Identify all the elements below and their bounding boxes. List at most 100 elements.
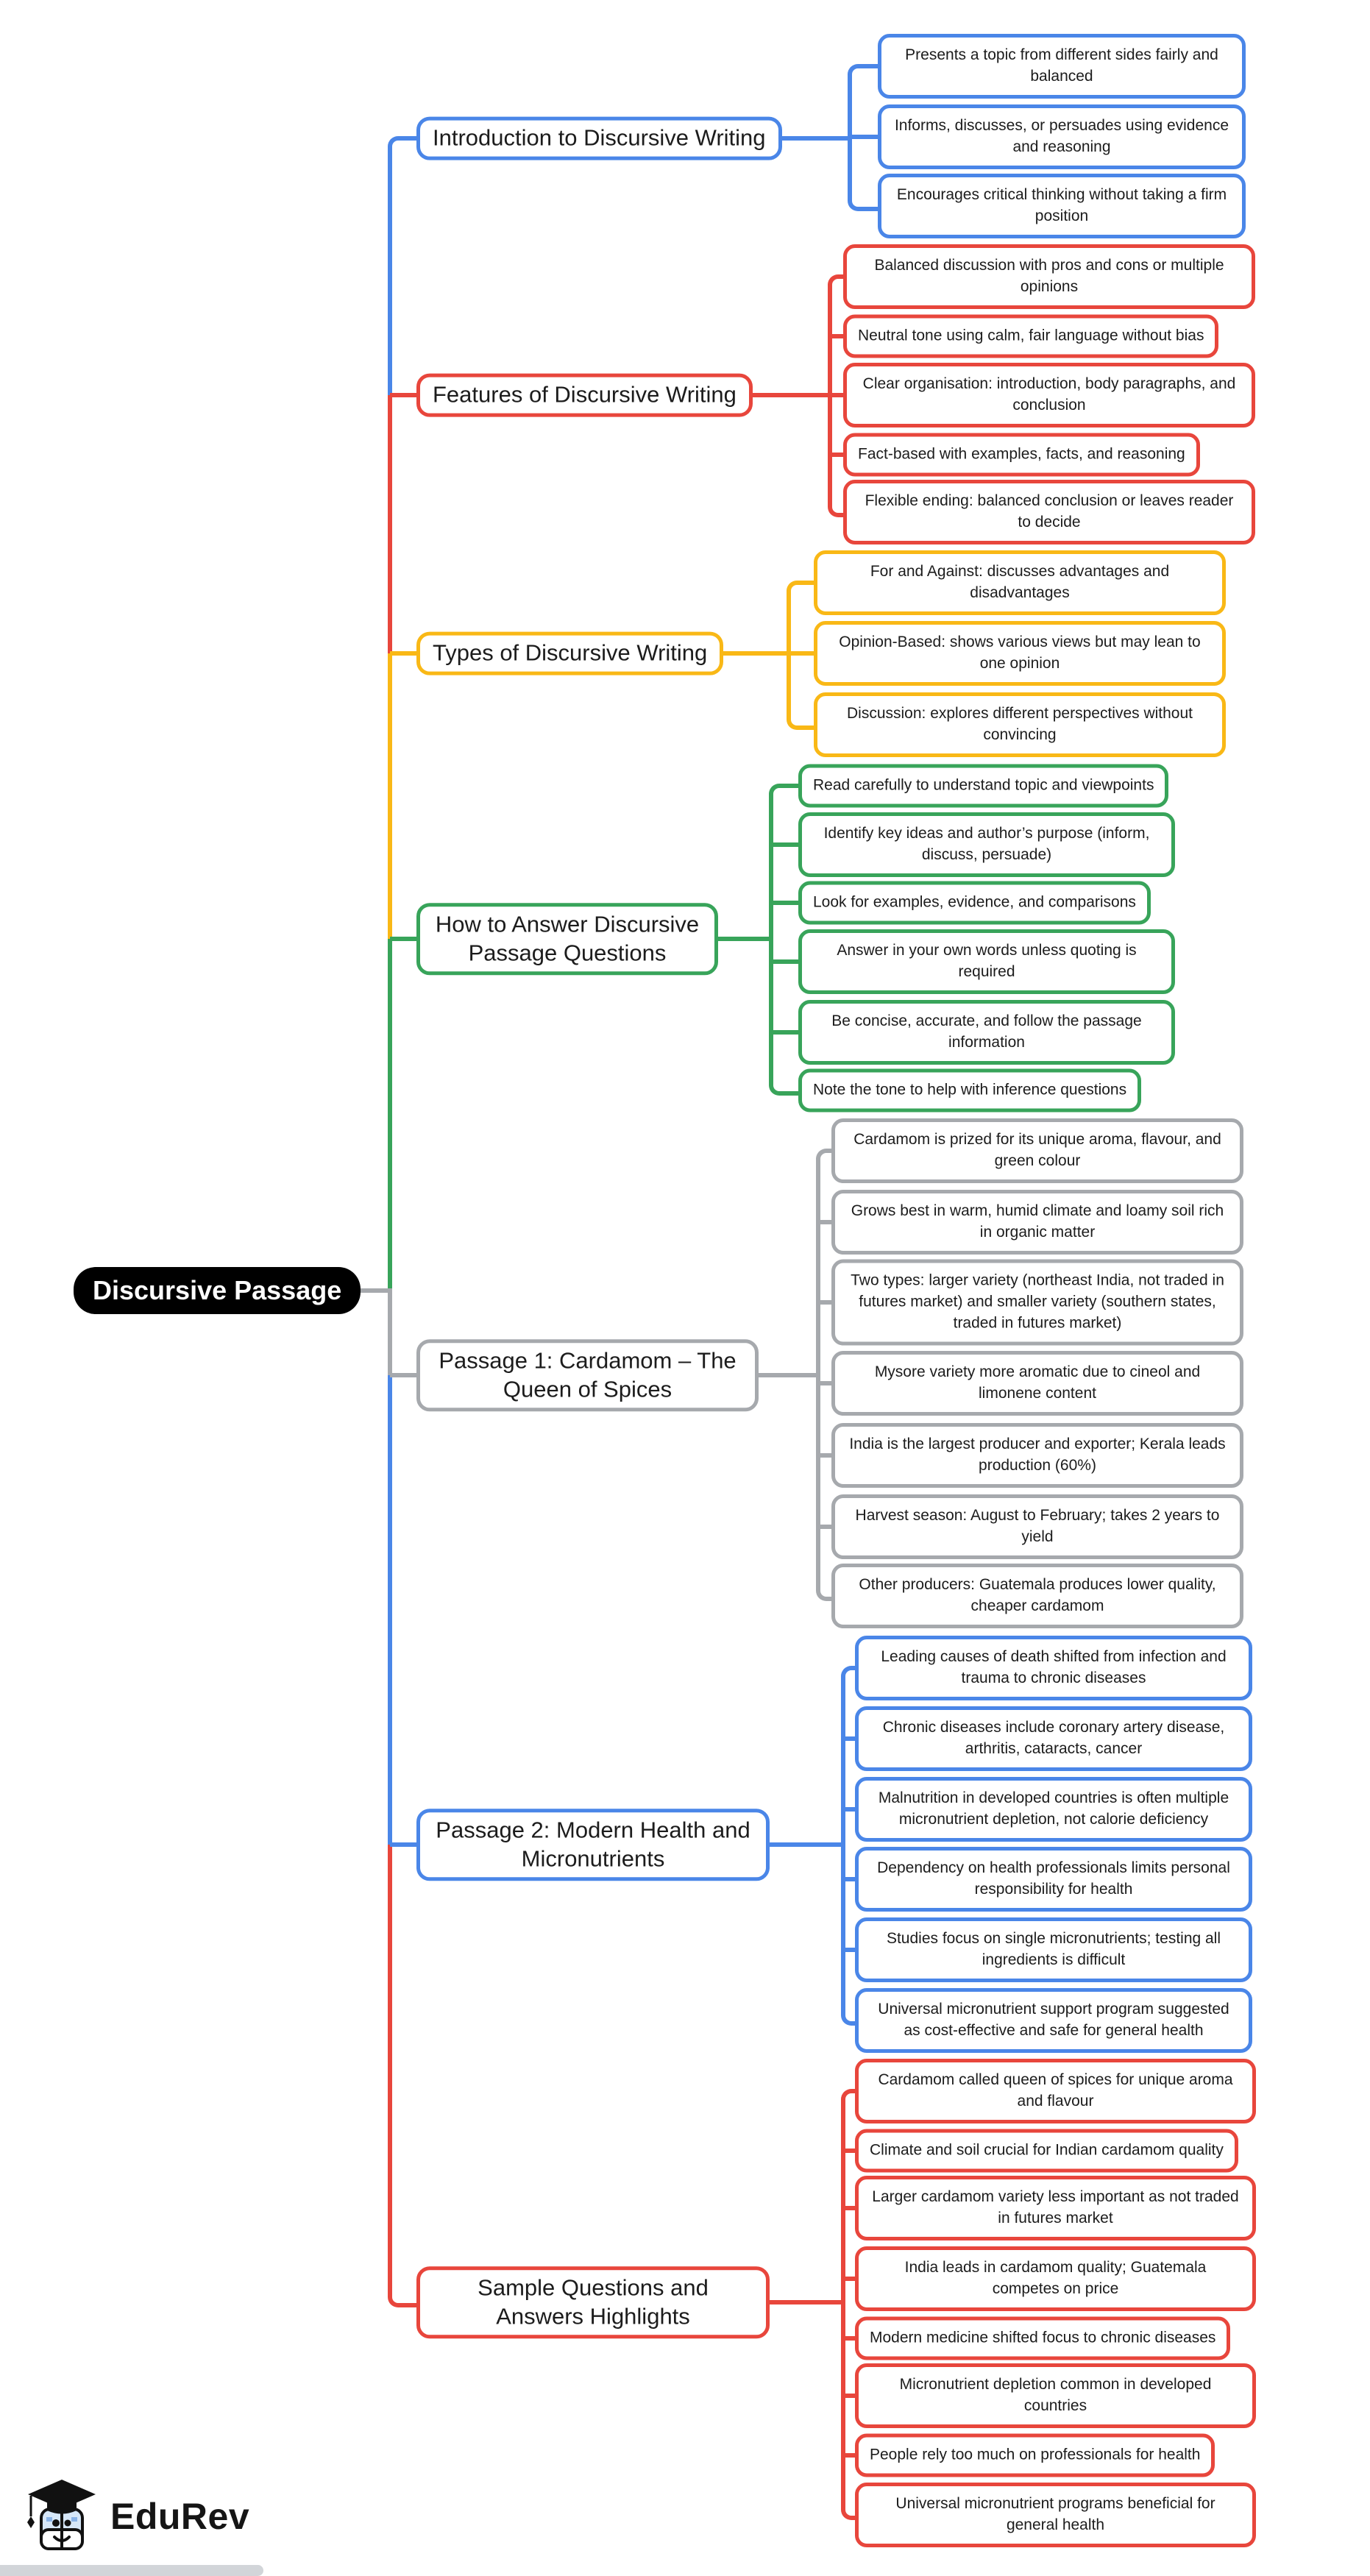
leaf-node: Chronic diseases include coronary artery…	[855, 1706, 1252, 1771]
connector-elbow	[816, 1149, 834, 1165]
connector-line	[390, 1373, 419, 1377]
leaf-node: Mysore variety more aromatic due to cine…	[831, 1351, 1243, 1416]
connector-line	[388, 653, 392, 939]
leaf-node: Clear organisation: introduction, body p…	[843, 363, 1255, 427]
leaf-node: Informs, discusses, or persuades using e…	[878, 104, 1246, 169]
leaf-node: Cardamom is prized for its unique aroma,…	[831, 1118, 1243, 1183]
connector-line	[751, 393, 832, 397]
connector-elbow	[841, 2007, 858, 2026]
connector-line	[843, 2394, 858, 2398]
connector-line	[717, 937, 773, 941]
connector-line	[771, 959, 801, 964]
connector-elbow	[841, 2502, 858, 2520]
leaf-node: People rely too much on professionals fo…	[855, 2433, 1215, 2477]
connector-elbow	[388, 136, 419, 152]
connector-elbow	[848, 64, 881, 80]
leaf-node: Climate and soil crucial for Indian card…	[855, 2129, 1238, 2173]
connector-line	[388, 1291, 392, 1375]
leaf-node: Two types: larger variety (northeast Ind…	[831, 1259, 1243, 1346]
connector-elbow	[841, 2089, 858, 2105]
bottom-strip	[0, 2565, 263, 2576]
leaf-node: Fact-based with examples, facts, and rea…	[843, 433, 1200, 477]
connector-line	[843, 2206, 858, 2210]
connector-line	[768, 1842, 845, 1847]
connector-elbow	[388, 2289, 419, 2307]
leaf-node: For and Against: discusses advantages an…	[814, 550, 1226, 615]
leaf-node: Be concise, accurate, and follow the pas…	[798, 1000, 1175, 1065]
connector-line	[841, 1675, 845, 2013]
connector-elbow	[816, 1583, 834, 1601]
connector-line	[818, 1453, 834, 1458]
edurev-logo: EduRev	[25, 2478, 249, 2555]
leaf-node: Harvest season: August to February; take…	[831, 1494, 1243, 1559]
connector-line	[850, 135, 881, 139]
connector-line	[789, 651, 817, 656]
edurev-logo-text: EduRev	[110, 2496, 250, 2537]
leaf-node: India is the largest producer and export…	[831, 1423, 1243, 1488]
connector-line	[843, 2277, 858, 2281]
connector-elbow	[841, 1666, 858, 1682]
leaf-node: Identify key ideas and author’s purpose …	[798, 812, 1175, 877]
connector-line	[843, 2453, 858, 2458]
branch-label: Types of Discursive Writing	[416, 631, 724, 675]
branch-label: Features of Discursive Writing	[416, 373, 753, 417]
connector-elbow	[787, 712, 817, 730]
leaf-node: Micronutrient depletion common in develo…	[855, 2363, 1256, 2428]
connector-line	[843, 1948, 858, 1952]
connector-elbow	[787, 581, 817, 597]
leaf-node: Larger cardamom variety less important a…	[855, 2176, 1256, 2240]
branch-label: Passage 2: Modern Health and Micronutrie…	[416, 1809, 770, 1881]
leaf-node: Grows best in warm, humid climate and lo…	[831, 1190, 1243, 1255]
connector-line	[841, 2098, 845, 2508]
connector-line	[388, 395, 392, 653]
connector-line	[757, 1373, 820, 1377]
connector-line	[390, 393, 419, 397]
leaf-node: Dependency on health professionals limit…	[855, 1847, 1252, 1912]
central-node: Discursive Passage	[74, 1267, 361, 1314]
leaf-node: Studies focus on single micronutrients; …	[855, 1917, 1252, 1982]
branch-label: Passage 1: Cardamom – The Queen of Spice…	[416, 1339, 759, 1411]
connector-line	[771, 901, 801, 905]
connector-elbow	[828, 274, 846, 291]
connector-line	[830, 453, 846, 457]
connector-elbow	[769, 1077, 801, 1096]
connector-line	[843, 1736, 858, 1741]
branch-label: How to Answer Discursive Passage Questio…	[416, 903, 718, 975]
connector-line	[390, 1842, 419, 1847]
connector-line	[388, 149, 392, 395]
connector-line	[818, 1300, 834, 1305]
connector-line	[843, 2149, 858, 2153]
leaf-node: Malnutrition in developed countries is o…	[855, 1777, 1252, 1842]
connector-line	[768, 2300, 845, 2304]
leaf-node: Cardamom called queen of spices for uniq…	[855, 2059, 1256, 2123]
leaf-node: Discussion: explores different perspecti…	[814, 692, 1226, 757]
leaf-node: Leading causes of death shifted from inf…	[855, 1636, 1252, 1700]
connector-line	[830, 393, 846, 397]
connector-line	[388, 1375, 392, 1845]
connector-line	[830, 334, 846, 338]
leaf-node: Universal micronutrient support program …	[855, 1988, 1252, 2053]
leaf-node: Look for examples, evidence, and compari…	[798, 881, 1151, 925]
connector-line	[390, 651, 419, 656]
leaf-node: Balanced discussion with pros and cons o…	[843, 244, 1255, 309]
edurev-logo-icon	[27, 2480, 96, 2550]
connector-elbow	[769, 784, 801, 800]
connector-line	[818, 1525, 834, 1529]
leaf-node: Presents a topic from different sides fa…	[878, 34, 1246, 99]
connector-line	[388, 939, 392, 1291]
connector-line	[818, 1381, 834, 1385]
branch-label: Introduction to Discursive Writing	[416, 116, 782, 160]
leaf-node: Flexible ending: balanced conclusion or …	[843, 480, 1255, 544]
connector-line	[769, 793, 773, 1083]
connector-elbow	[848, 193, 881, 211]
connector-line	[843, 2336, 858, 2341]
connector-line	[771, 842, 801, 847]
leaf-node: Neutral tone using calm, fair language w…	[843, 314, 1219, 358]
leaf-node: Modern medicine shifted focus to chronic…	[855, 2316, 1231, 2360]
connector-line	[722, 651, 791, 656]
connector-line	[781, 136, 852, 141]
connector-line	[843, 1877, 858, 1881]
connector-line	[346, 1288, 392, 1293]
connector-line	[390, 937, 419, 941]
